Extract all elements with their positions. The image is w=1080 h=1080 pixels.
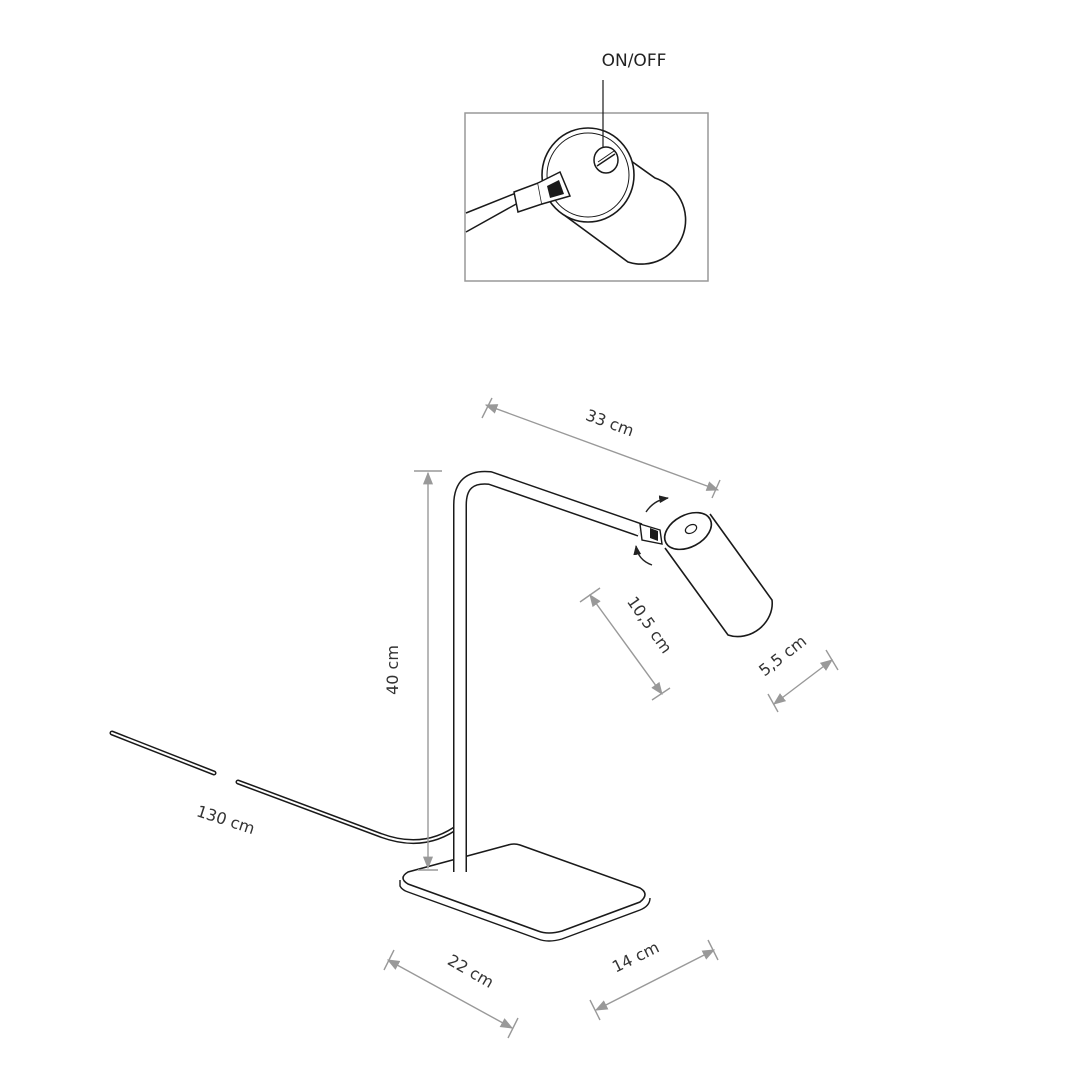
dim-height-label: 40 cm	[383, 645, 402, 695]
rotate-arrow-icon	[645, 495, 669, 513]
lamp-stem-outline	[453, 470, 643, 872]
lamp-stem	[454, 472, 642, 872]
lamp-drawing	[109, 470, 774, 942]
dim-base-width-label: 14 cm	[609, 938, 662, 977]
dim-cable-label: 130 cm	[194, 801, 257, 838]
switch-label: ON/OFF	[602, 51, 667, 71]
dimensions	[383, 397, 839, 1039]
dim-base-length-label: 22 cm	[444, 951, 497, 992]
dim-head-length-label: 10,5 cm	[623, 593, 676, 657]
dim-base-width-line	[594, 949, 716, 1011]
dim-base-length-line	[386, 959, 514, 1029]
cable-segment-2	[235, 779, 463, 845]
detail-cylinder-body	[559, 127, 687, 265]
detail-end-cap-rim	[546, 132, 630, 218]
detail-frame	[464, 112, 709, 282]
lamp-switch-icon	[684, 523, 698, 535]
detail-arm	[465, 191, 519, 233]
rotate-arrow-icon-2	[633, 545, 653, 566]
dim-arm-line	[484, 404, 720, 491]
dim-head-diameter-label: 5,5 cm	[755, 631, 810, 680]
dim-arm-label: 33 cm	[583, 405, 636, 440]
lamp-base	[402, 843, 646, 934]
switch-detail: ON/OFF	[464, 51, 709, 282]
dim-head-diameter-line	[772, 659, 834, 705]
dim-head-length-line	[589, 593, 663, 696]
